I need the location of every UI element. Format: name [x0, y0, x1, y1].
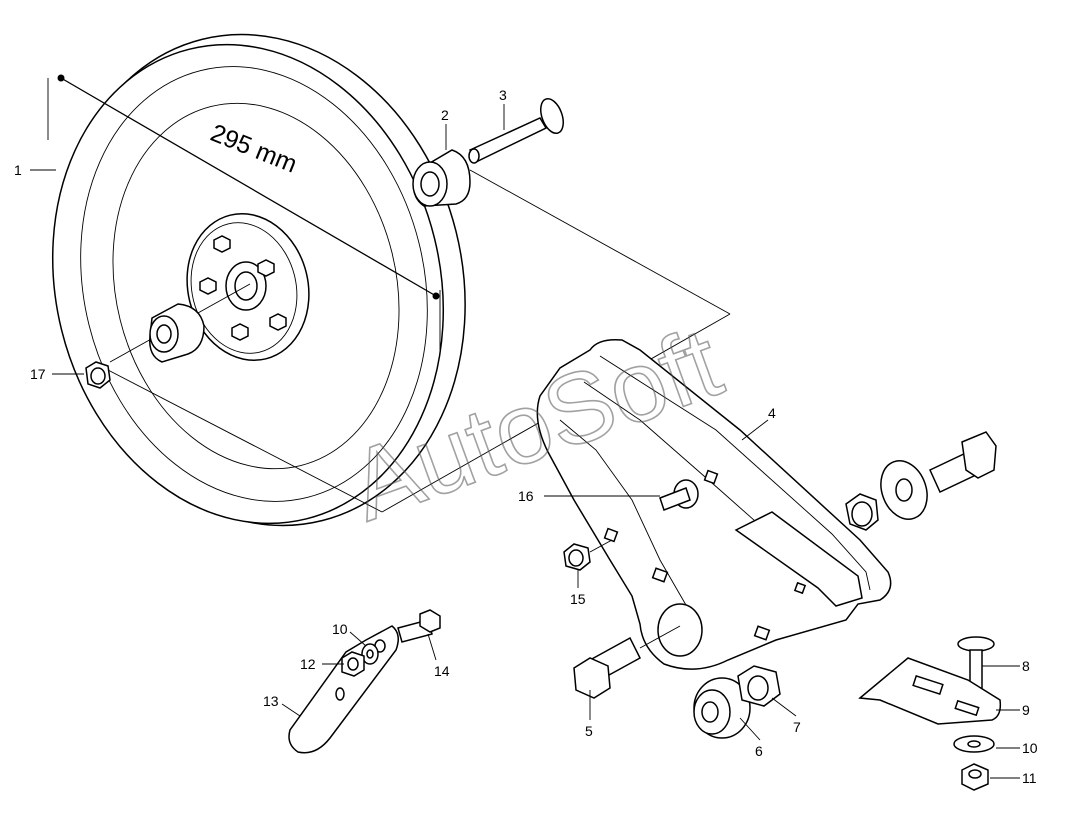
- callout-6: 6: [755, 743, 763, 759]
- dimension-line: [60, 77, 437, 297]
- nut-part-7: [737, 665, 781, 707]
- callout-10-right: 10: [1022, 740, 1038, 756]
- axle-bushing: [109, 283, 251, 363]
- callout-3: 3: [499, 87, 507, 103]
- callout-4: 4: [768, 405, 776, 421]
- callout-8: 8: [1022, 658, 1030, 674]
- washer-bolt-right: [845, 431, 997, 531]
- callout-9: 9: [1022, 702, 1030, 718]
- bolt-part-3: [468, 97, 564, 164]
- nut-part-15: [563, 539, 613, 571]
- callout-15: 15: [570, 591, 586, 607]
- callout-17: 17: [30, 366, 46, 382]
- callout-labels: 1 2 3 4 5 6 7 8 9 10 10 11 12 13 14 15 1…: [14, 87, 1038, 786]
- washer-part-10-left: [361, 643, 379, 665]
- bolt-part-5: [573, 625, 681, 699]
- bolt-part-14: [397, 609, 441, 643]
- callout-13: 13: [263, 693, 279, 709]
- callout-7: 7: [793, 719, 801, 735]
- callout-16: 16: [518, 488, 534, 504]
- pin-part-16: [659, 487, 691, 511]
- callout-10-left: 10: [332, 621, 348, 637]
- bushing-part-2: [412, 149, 471, 207]
- wheel-part-1: 295 mm: [47, 33, 466, 527]
- plate-part-13: [288, 625, 399, 754]
- bracket-part-9: [858, 657, 1002, 725]
- washer-part-10-right: [953, 735, 995, 753]
- bushing-part-6: [693, 677, 751, 739]
- leader-lines: [30, 104, 1020, 779]
- callout-12: 12: [300, 656, 316, 672]
- nut-part-17: [85, 361, 111, 389]
- callout-2: 2: [441, 107, 449, 123]
- callout-5: 5: [585, 723, 593, 739]
- nut-part-12: [341, 651, 365, 677]
- callout-11: 11: [1022, 770, 1037, 786]
- callout-1: 1: [14, 162, 22, 178]
- callout-14: 14: [434, 663, 450, 679]
- hub-bolts: [199, 235, 287, 341]
- nut-part-11: [961, 763, 989, 791]
